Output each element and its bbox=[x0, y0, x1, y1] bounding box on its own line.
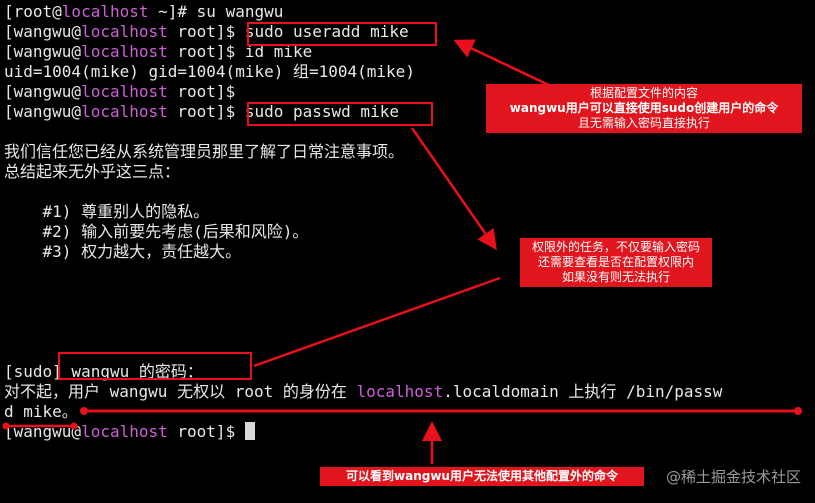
highlight-box-password-prompt bbox=[58, 352, 252, 380]
highlight-box-useradd bbox=[247, 22, 437, 46]
terminal-line: [wangwu@localhost root]$ bbox=[4, 82, 815, 102]
prompt-path: root]$ bbox=[167, 82, 236, 101]
terminal-line: #2) 输入前要先考虑(后果和风险)。 bbox=[4, 222, 815, 242]
note2-line2: 还需要查看是否在配置权限内 bbox=[537, 255, 694, 269]
output-text: d mike。 bbox=[4, 402, 78, 421]
note2-line1: 权限外的任务，不仅要输入密码 bbox=[531, 240, 700, 254]
output-text: 总结起来无外乎这三点： bbox=[4, 162, 181, 181]
note1-line3: 且无需输入密码直接执行 bbox=[577, 116, 710, 130]
prompt-host: localhost bbox=[81, 42, 168, 61]
underline-dot-right bbox=[794, 407, 802, 415]
prompt-host: localhost bbox=[81, 422, 168, 441]
prompt-host: localhost bbox=[81, 22, 168, 41]
output-text: [sudo] wangwu 的密码： bbox=[4, 362, 203, 381]
prompt-host: localhost bbox=[61, 2, 149, 21]
prompt-path: root]$ bbox=[167, 422, 236, 441]
command-text: id mike bbox=[235, 42, 313, 61]
prompt-host: localhost bbox=[81, 82, 168, 101]
arrow-to-note2 bbox=[410, 127, 497, 251]
prompt-path: root]$ bbox=[167, 22, 236, 41]
arrow-from-password-prompt bbox=[253, 276, 501, 368]
command-text: su wangwu bbox=[187, 2, 284, 21]
note2-line3: 如果没有则无法执行 bbox=[561, 270, 670, 284]
terminal-line: 我们信任您已经从系统管理员那里了解了日常注意事项。 bbox=[4, 142, 815, 162]
output-text: uid=1004(mike) gid=1004(mike) 组=1004(mik… bbox=[4, 62, 415, 81]
annotation-note-sudo-config: 根据配置文件的内容 wangwu用户可以直接使用sudo创建用户的命令 且无需输… bbox=[486, 84, 802, 133]
terminal-line: #3) 权力越大，责任越大。 bbox=[4, 242, 815, 262]
command-text: sudo passwd mike bbox=[235, 102, 399, 121]
note1-line1: 根据配置文件的内容 bbox=[589, 86, 698, 100]
note1-line2: wangwu用户可以直接使用sudo创建用户的命令 bbox=[509, 101, 779, 115]
command-text: sudo useradd mike bbox=[235, 22, 409, 41]
terminal-line: 对不起，用户 wangwu 无权以 root 的身份在 localhost.lo… bbox=[4, 382, 815, 402]
output-text: 我们信任您已经从系统管理员那里了解了日常注意事项。 bbox=[4, 142, 405, 161]
annotation-note-permission: 权限外的任务，不仅要输入密码 还需要查看是否在配置权限内 如果没有则无法执行 bbox=[520, 238, 712, 287]
prompt-user: [wangwu@ bbox=[4, 102, 82, 121]
note3-text: 可以看到wangwu用户无法使用其他配置外的命令 bbox=[346, 469, 618, 483]
terminal-line: [wangwu@localhost root]$ id mike bbox=[4, 42, 815, 62]
terminal-line: [wangwu@localhost root]$ sudo useradd mi… bbox=[4, 22, 815, 42]
prompt-host: localhost bbox=[81, 102, 168, 121]
terminal-line: d mike。 bbox=[4, 402, 815, 422]
prompt-user: [root@ bbox=[4, 2, 62, 21]
terminal-line: [wangwu@localhost root]$ sudo passwd mik… bbox=[4, 102, 815, 122]
terminal-line: uid=1004(mike) gid=1004(mike) 组=1004(mik… bbox=[4, 62, 815, 82]
terminal-line: 总结起来无外乎这三点： bbox=[4, 162, 815, 182]
underline-tail-dot-left bbox=[2, 422, 10, 430]
watermark: @稀土掘金技术社区 bbox=[665, 468, 801, 486]
output-host: localhost bbox=[356, 382, 444, 401]
prompt-path: root]$ bbox=[167, 42, 236, 61]
terminal-output[interactable]: [root@localhost ~]# su wangwu[wangwu@loc… bbox=[4, 2, 815, 442]
terminal-line: [root@localhost ~]# su wangwu bbox=[4, 2, 815, 22]
terminal-line: #1) 尊重别人的隐私。 bbox=[4, 202, 815, 222]
prompt-user: [wangwu@ bbox=[4, 42, 82, 61]
prompt-user: [wangwu@ bbox=[4, 22, 82, 41]
output-text: #3) 权力越大，责任越大。 bbox=[4, 242, 242, 261]
output-text: #2) 输入前要先考虑(后果和风险)。 bbox=[4, 222, 309, 241]
underline-dot-left bbox=[80, 407, 88, 415]
cursor bbox=[244, 422, 255, 440]
prompt-path: ~]# bbox=[148, 2, 188, 21]
prompt-path: root]$ bbox=[167, 102, 236, 121]
underline-tail-dot-right bbox=[70, 422, 78, 430]
output-text: 对不起，用户 wangwu 无权以 root 的身份在 bbox=[4, 382, 357, 401]
terminal-line: [sudo] wangwu 的密码： bbox=[4, 362, 815, 382]
annotation-note-denied: 可以看到wangwu用户无法使用其他配置外的命令 bbox=[320, 467, 644, 486]
output-text: #1) 尊重别人的隐私。 bbox=[4, 202, 210, 221]
output-text: .localdomain 上执行 /bin/passw bbox=[443, 382, 723, 401]
prompt-user: [wangwu@ bbox=[4, 82, 82, 101]
highlight-box-passwd bbox=[247, 102, 433, 126]
